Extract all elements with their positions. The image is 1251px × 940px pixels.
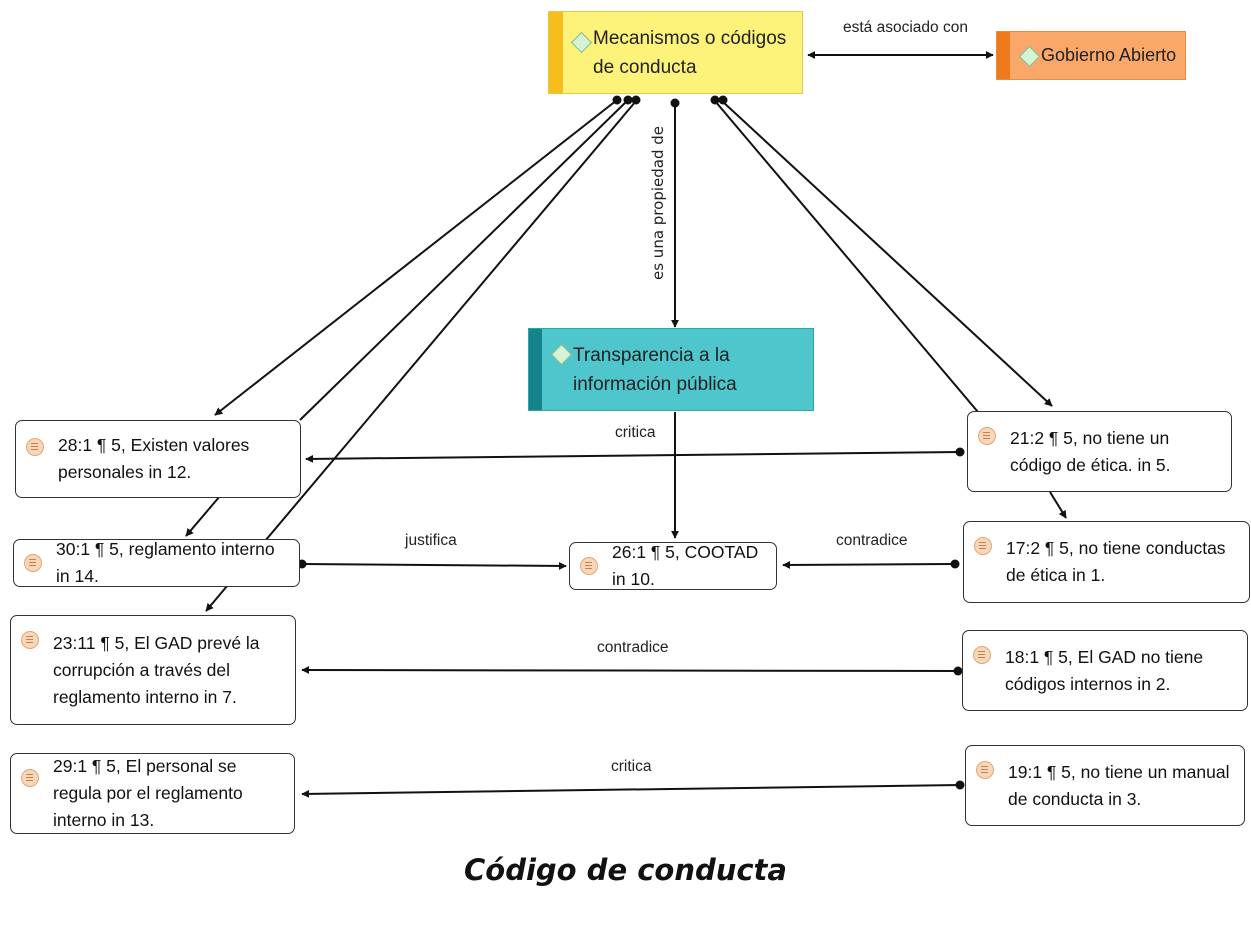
relation-label-critica-2: critica	[611, 758, 652, 775]
quote-node-21[interactable]: 21:2 ¶ 5, no tiene un código de ética. i…	[967, 411, 1232, 492]
quote-label: 28:1 ¶ 5, Existen valores personales in …	[58, 435, 250, 482]
code-accent-bar	[549, 12, 563, 93]
relation-label-critica-1: critica	[615, 424, 656, 441]
link-mech-q30	[299, 99, 629, 421]
link-q21-q17	[1049, 491, 1067, 519]
quote-node-18[interactable]: 18:1 ¶ 5, El GAD no tiene códigos intern…	[962, 630, 1248, 711]
link-origin-dot	[955, 447, 965, 457]
link-critica-2	[301, 784, 961, 798]
quote-icon	[580, 557, 598, 575]
quote-icon	[26, 438, 44, 456]
link-origin-dot	[612, 95, 622, 105]
link-mech-q21-b	[714, 100, 979, 413]
link-origin-dot	[710, 95, 720, 105]
code-label: Mecanismos o códigos de conducta	[593, 27, 787, 78]
quote-label: 17:2 ¶ 5, no tiene conductas de ética in…	[1006, 538, 1226, 585]
link-mech-q28	[214, 99, 618, 416]
quote-label: 19:1 ¶ 5, no tiene un manual de conducta…	[1008, 761, 1230, 809]
relation-label-property: es una propiedad de	[649, 126, 667, 280]
relation-label-associated: está asociado con	[843, 19, 968, 36]
link-justifica	[301, 561, 567, 570]
link-contradice-2	[301, 666, 959, 675]
quote-node-26[interactable]: 26:1 ¶ 5, COOTAD in 10.	[569, 542, 777, 590]
quote-label: 21:2 ¶ 5, no tiene un código de ética. i…	[1010, 427, 1171, 475]
code-node-mechanisms[interactable]: Mecanismos o códigos de conducta	[548, 11, 803, 94]
quote-label: 26:1 ¶ 5, COOTAD in 10.	[612, 542, 759, 589]
quote-icon	[976, 761, 994, 779]
quote-icon	[978, 427, 996, 445]
link-origin-dot	[953, 666, 963, 676]
quote-label: 29:1 ¶ 5, El personal se regula por el r…	[53, 756, 243, 830]
quote-node-19[interactable]: 19:1 ¶ 5, no tiene un manual de conducta…	[965, 745, 1245, 826]
quote-icon	[24, 554, 42, 572]
figure-caption: Código de conducta	[464, 853, 787, 887]
code-label: Transparencia a la información pública	[573, 344, 737, 395]
quote-label: 18:1 ¶ 5, El GAD no tiene códigos intern…	[1005, 646, 1204, 694]
quote-icon	[974, 537, 992, 555]
link-origin-dot	[670, 98, 680, 108]
quote-label: 23:11 ¶ 5, El GAD prevé la corrupción a …	[53, 632, 260, 707]
quote-node-17[interactable]: 17:2 ¶ 5, no tiene conductas de ética in…	[963, 521, 1250, 603]
quote-node-29[interactable]: 29:1 ¶ 5, El personal se regula por el r…	[10, 753, 295, 834]
link-q28-q30	[185, 495, 221, 537]
code-node-open-government[interactable]: Gobierno Abierto	[996, 31, 1186, 80]
link-origin-dot	[955, 780, 965, 790]
link-origin-dot	[631, 95, 641, 105]
code-node-transparency[interactable]: Transparencia a la información pública	[528, 328, 814, 411]
quote-icon	[21, 769, 39, 787]
code-accent-bar	[529, 329, 542, 410]
quote-icon	[973, 646, 991, 664]
link-mech-q21	[721, 100, 1053, 407]
relation-label-justifica: justifica	[405, 532, 457, 549]
link-origin-dot	[950, 559, 960, 569]
quote-icon	[21, 631, 39, 649]
quote-node-28[interactable]: 28:1 ¶ 5, Existen valores personales in …	[15, 420, 301, 498]
link-origin-dot	[623, 95, 633, 105]
link-critica-1	[305, 451, 961, 463]
relation-label-contradice-2: contradice	[597, 639, 669, 656]
code-accent-bar	[997, 32, 1010, 79]
quote-node-23[interactable]: 23:11 ¶ 5, El GAD prevé la corrupción a …	[10, 615, 296, 725]
link-contradice-1	[782, 560, 956, 569]
quote-label: 30:1 ¶ 5, reglamento interno in 14.	[56, 539, 275, 586]
relation-label-contradice-1: contradice	[836, 532, 908, 549]
link-origin-dot	[718, 95, 728, 105]
link-mech-q23	[205, 100, 637, 612]
quote-node-30[interactable]: 30:1 ¶ 5, reglamento interno in 14.	[13, 539, 300, 587]
code-label: Gobierno Abierto	[1041, 45, 1177, 65]
